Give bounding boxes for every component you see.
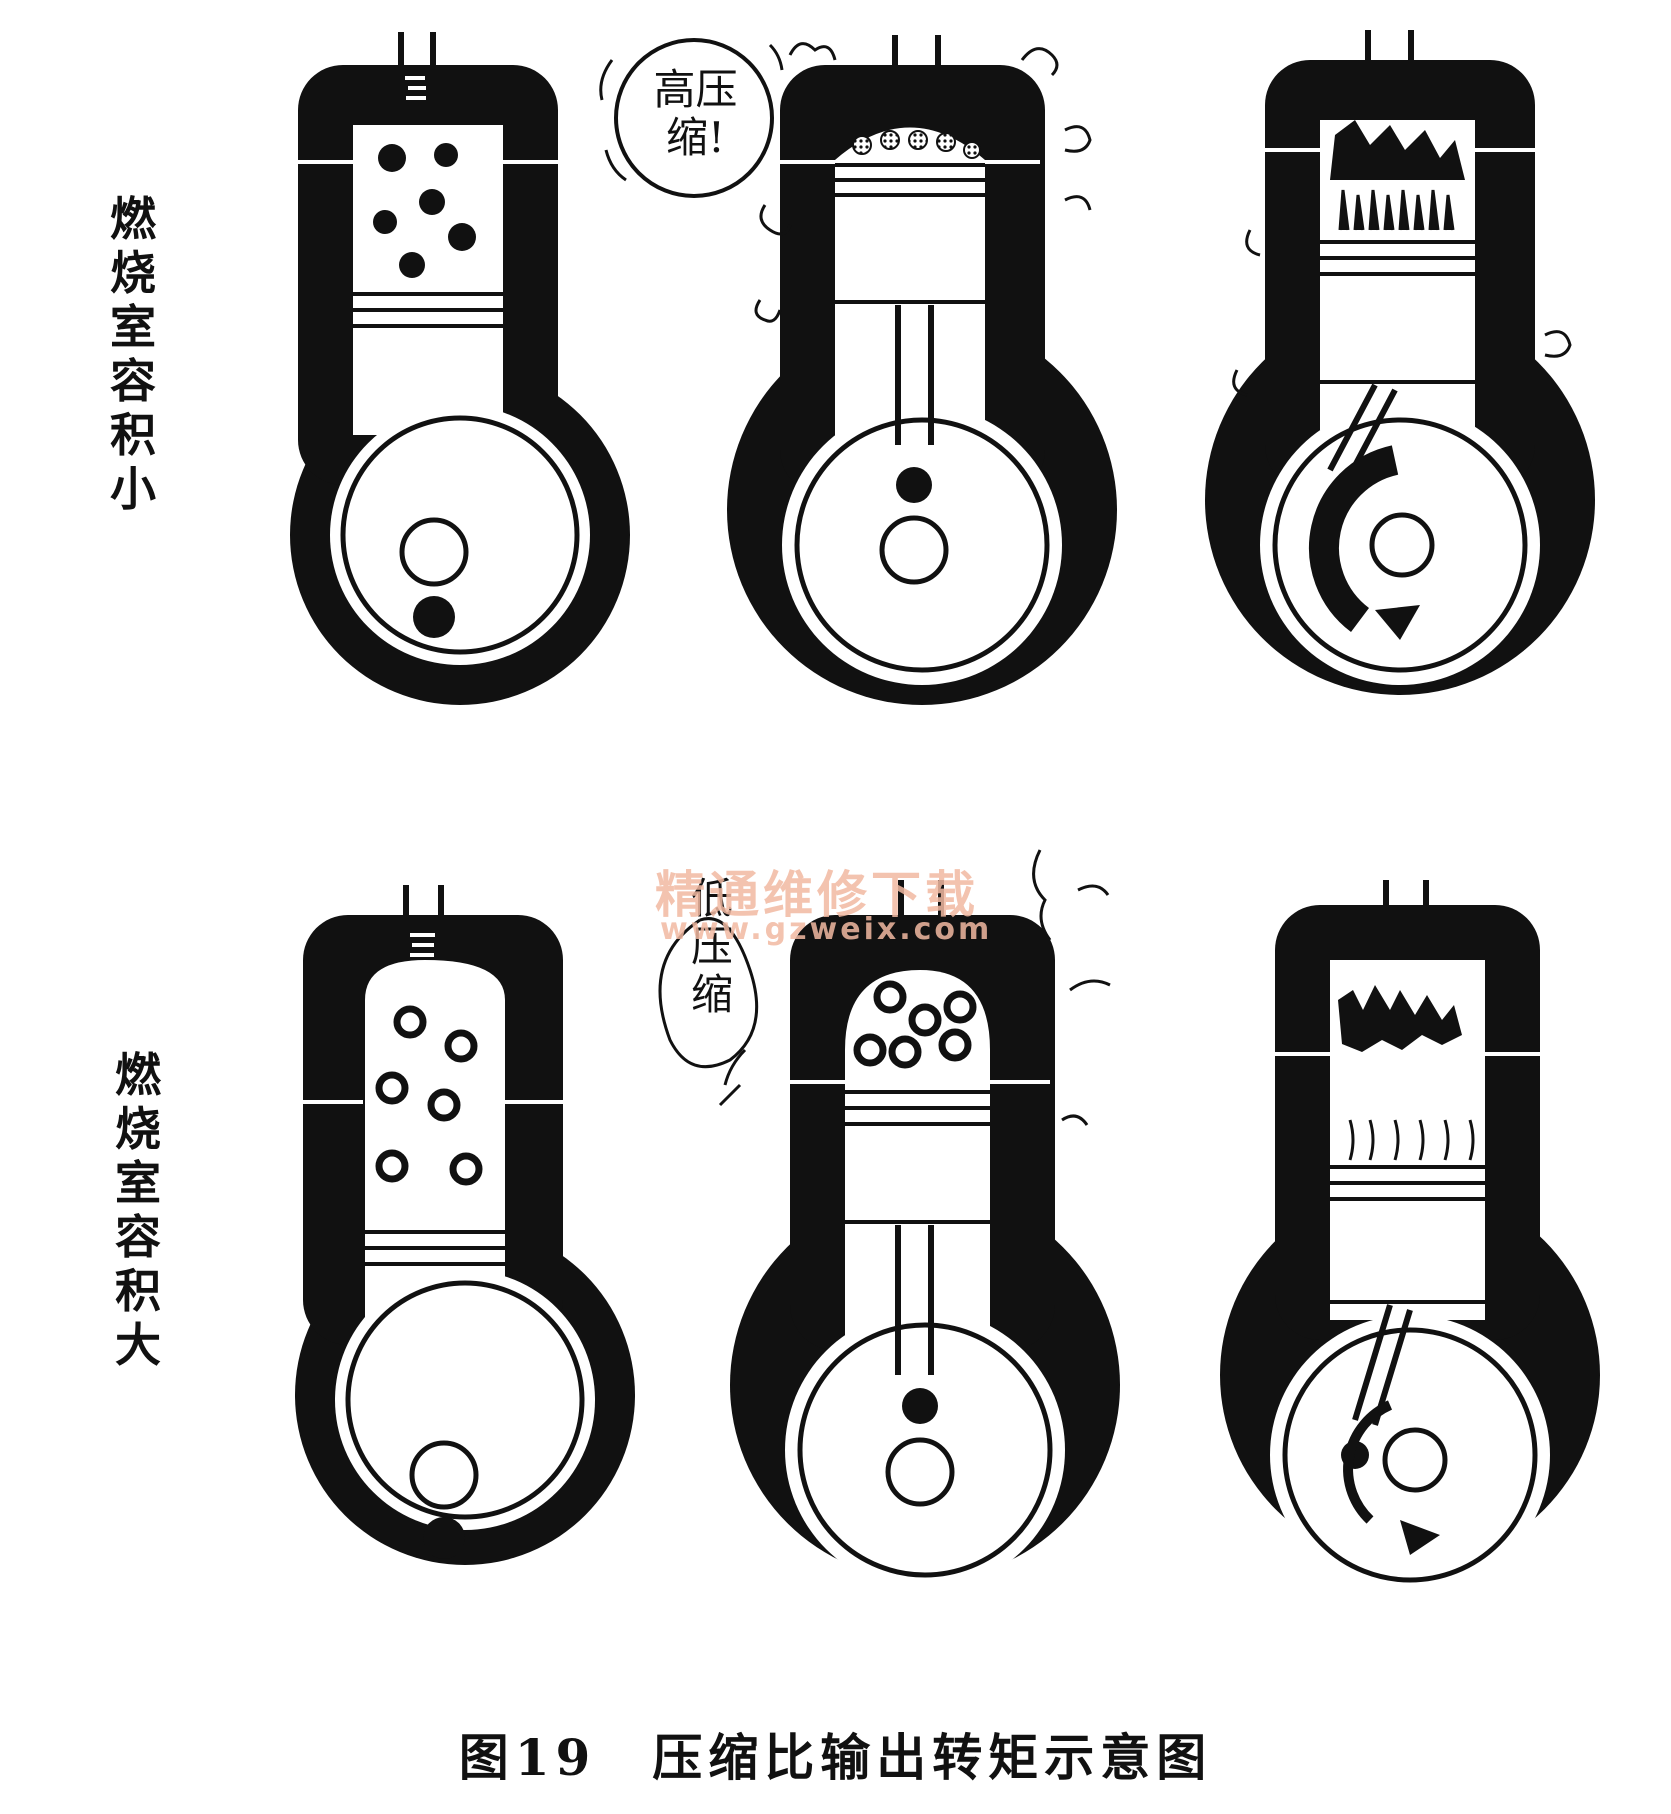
fume-marks	[718, 42, 1572, 1126]
row-label-large: 燃烧室容积大	[115, 1048, 161, 1372]
row-label-small: 燃烧室容积小	[110, 192, 156, 516]
bubble-high-compression	[614, 38, 774, 198]
bubble-low-text: 低压缩	[690, 874, 733, 1019]
watermark-cn: 精通维修下载	[655, 865, 979, 924]
watermark-url: www.gzweix.com	[660, 912, 993, 947]
engine-large-intake	[295, 885, 635, 1565]
figure-caption: 图19 压缩比输出转矩示意图	[458, 1728, 1213, 1787]
engine-small-compression	[727, 35, 1117, 705]
engine-large-compression	[730, 880, 1120, 1590]
engine-small-intake	[290, 32, 630, 705]
engine-small-power	[1205, 30, 1595, 695]
engine-large-power	[1220, 880, 1600, 1595]
bubble-low-compression	[658, 917, 759, 1069]
bubble-high-text: 高压缩!	[653, 65, 738, 162]
